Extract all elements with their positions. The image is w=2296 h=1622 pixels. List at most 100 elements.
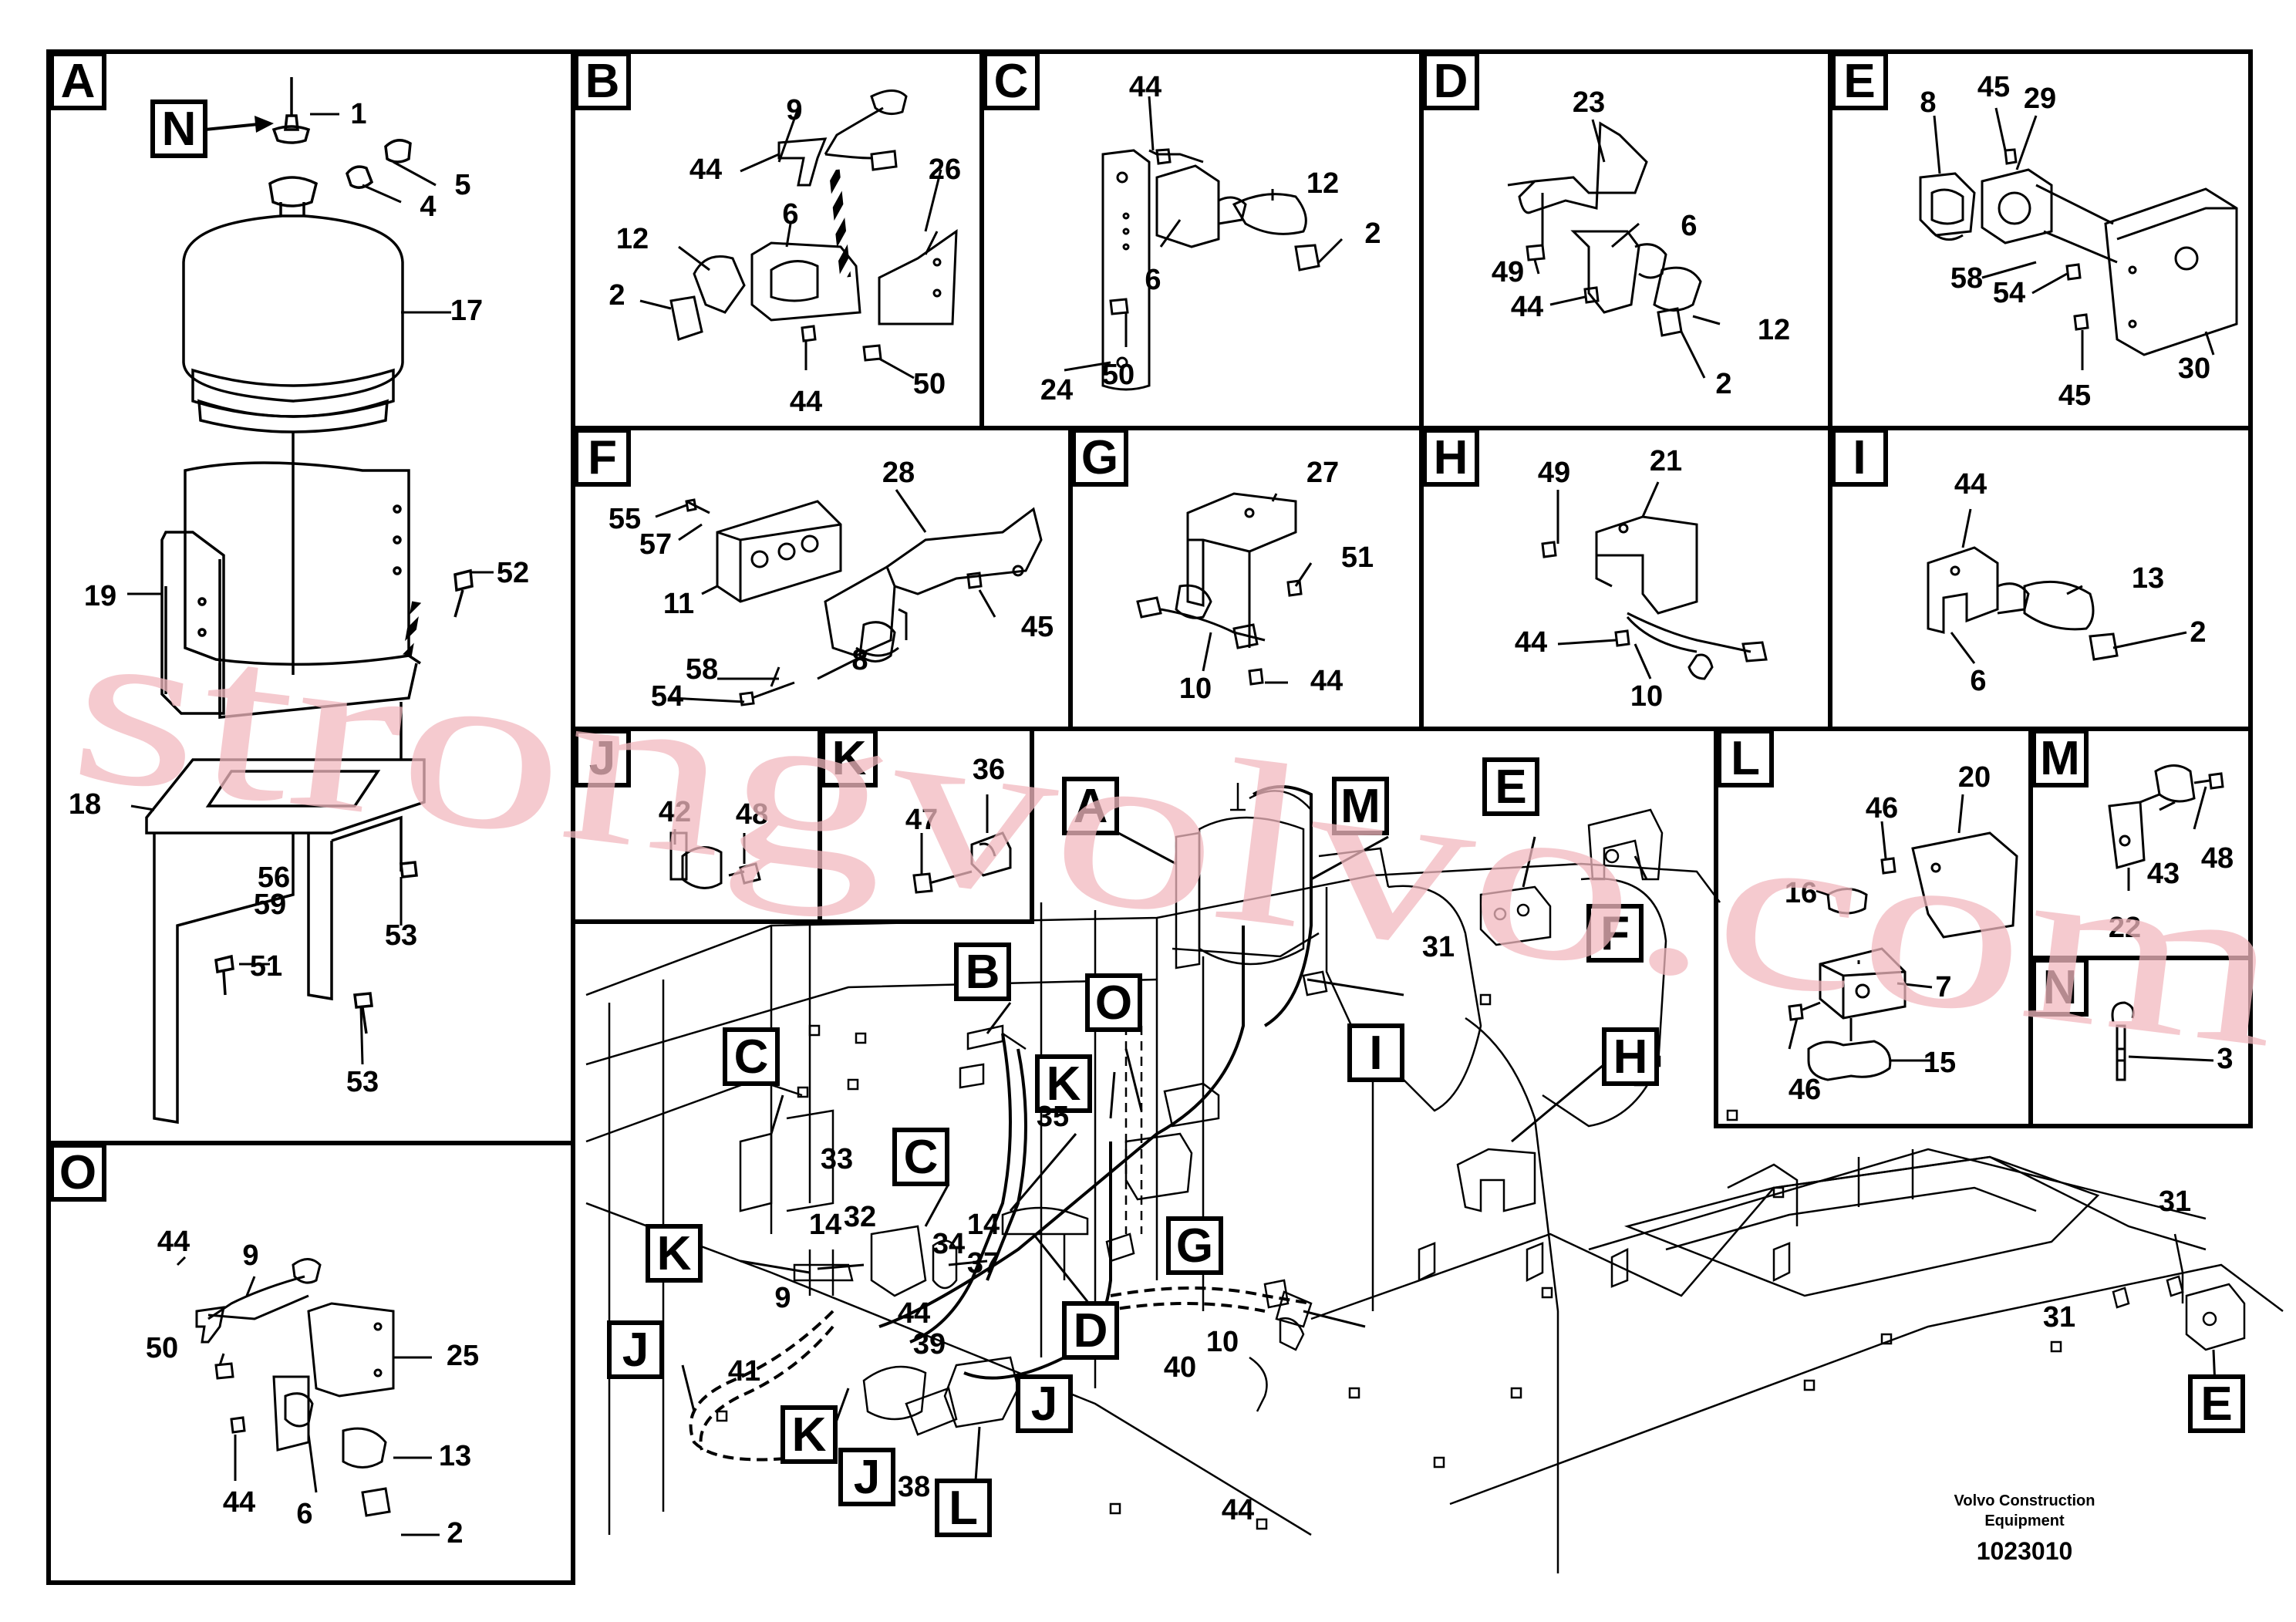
main-part-number: 31 [2043, 1301, 2075, 1334]
part-number-g: 51 [1341, 541, 1374, 574]
part-number-e: 30 [2178, 352, 2210, 385]
panel-label-j: J [574, 729, 631, 787]
part-number-k: 47 [905, 804, 938, 836]
callout-letter: G [1176, 1219, 1213, 1273]
callout-letter: M [1340, 780, 1381, 833]
callout-box [1347, 1023, 1404, 1082]
callout-box [935, 1479, 992, 1537]
main-callout-d: D [1062, 1301, 1119, 1360]
part-number-a: 59 [254, 889, 286, 921]
part-number-j: 42 [659, 796, 691, 828]
callout-box [2188, 1374, 2245, 1433]
main-part-number: 41 [728, 1355, 760, 1388]
panel-h-art [1541, 515, 1768, 680]
part-number-l: 15 [1923, 1047, 1956, 1079]
callout-box [1166, 1216, 1223, 1275]
part-number-a: 53 [346, 1066, 379, 1098]
panel-label-g: G [1071, 428, 1128, 487]
main-part-number: 38 [898, 1471, 930, 1503]
part-number-g: 44 [1310, 665, 1343, 697]
main-part-number: 14 [809, 1209, 841, 1241]
callout-letter: K [1047, 1057, 1081, 1111]
panel-label-box [1071, 428, 1128, 487]
panel-n-frame [2028, 956, 2253, 1128]
part-number-d: 23 [1573, 86, 1605, 119]
panel-label-box [1831, 52, 1888, 110]
callout-letter: L [949, 1482, 978, 1535]
callout-letter: B [966, 946, 1000, 999]
part-number-i: 44 [1954, 468, 1987, 501]
callout-letter: E [1495, 760, 1526, 814]
part-number-h: 21 [1650, 445, 1682, 477]
part-number-g: 27 [1306, 457, 1339, 489]
part-number-b: 12 [616, 223, 649, 255]
part-number-a: 4 [420, 191, 436, 223]
company-name-line1: Volvo Construction [1954, 1492, 2095, 1509]
part-number-o: 44 [223, 1486, 255, 1519]
part-number-a: 1 [350, 98, 366, 130]
panel-label-box [1422, 428, 1479, 487]
main-part-number: 31 [1422, 931, 1455, 963]
main-callout-c: C [892, 1128, 949, 1186]
panel-letter: I [1853, 431, 1866, 484]
main-callout-a: A [1062, 777, 1119, 835]
part-number-c: 6 [1145, 264, 1161, 296]
main-part-number: 40 [1164, 1351, 1196, 1384]
main-part-number: 9 [774, 1282, 791, 1314]
main-part-number: 44 [898, 1297, 930, 1330]
callout-box [1016, 1374, 1073, 1433]
panel-label-box [2031, 958, 2089, 1017]
main-part-number: 14 [967, 1209, 1000, 1241]
watermark-text: strongvolvo.com [59, 571, 2295, 1096]
callout-letter: K [792, 1408, 827, 1462]
part-number-d: 44 [1511, 291, 1543, 323]
panel-label-f: F [574, 428, 631, 487]
part-number-n: 3 [2217, 1043, 2233, 1075]
panel-label-i: I [1831, 428, 1888, 487]
callout-letter: D [1074, 1304, 1108, 1357]
part-number-i: 2 [2190, 616, 2206, 649]
part-number-b: 2 [609, 279, 625, 312]
part-number-c: 50 [1102, 359, 1135, 391]
part-number-a: 52 [497, 557, 529, 589]
part-number-o: 6 [296, 1498, 312, 1530]
part-number-l: 16 [1785, 877, 1817, 909]
part-number-l: 46 [1866, 792, 1898, 824]
panel-label-l: L [1717, 729, 1774, 787]
panel-label-m: M [2031, 729, 2089, 787]
part-number-m: 22 [2109, 912, 2141, 944]
callout-box [954, 943, 1011, 1001]
part-number-m: 48 [2201, 842, 2234, 875]
panel-label-box [1831, 428, 1888, 487]
part-number-e: 58 [1950, 262, 1983, 295]
part-number-a: 51 [250, 950, 282, 983]
callout-letter: C [734, 1030, 769, 1084]
arrowhead-icon [255, 116, 274, 133]
panel-l-art [1788, 831, 2018, 1081]
main-callout-c: C [723, 1027, 780, 1086]
panel-letter: E [1843, 55, 1875, 108]
part-number-h: 10 [1630, 680, 1663, 713]
part-number-a: 56 [258, 862, 290, 894]
part-number-o: 2 [447, 1517, 463, 1549]
callout-box [150, 99, 207, 158]
panel-label-o: O [49, 1143, 106, 1202]
part-number-f: 28 [882, 457, 915, 489]
panel-label-c: C [983, 52, 1040, 110]
panel-c-art [1101, 148, 1320, 391]
panel-label-box [821, 729, 878, 787]
panel-d-frame [1419, 49, 1832, 430]
callout-box [1602, 1027, 1659, 1086]
callout-box [1586, 904, 1644, 963]
main-callout-k: K [646, 1224, 703, 1283]
panel-label-box [1422, 52, 1479, 110]
callout-letter: I [1369, 1027, 1382, 1080]
part-number-h: 49 [1538, 457, 1570, 489]
main-callout-k: K [1035, 1054, 1092, 1113]
panel-g-art [1136, 492, 1303, 686]
panel-j-k-art [669, 831, 1012, 894]
callout-box [607, 1320, 664, 1379]
part-number-a: 5 [454, 169, 470, 201]
